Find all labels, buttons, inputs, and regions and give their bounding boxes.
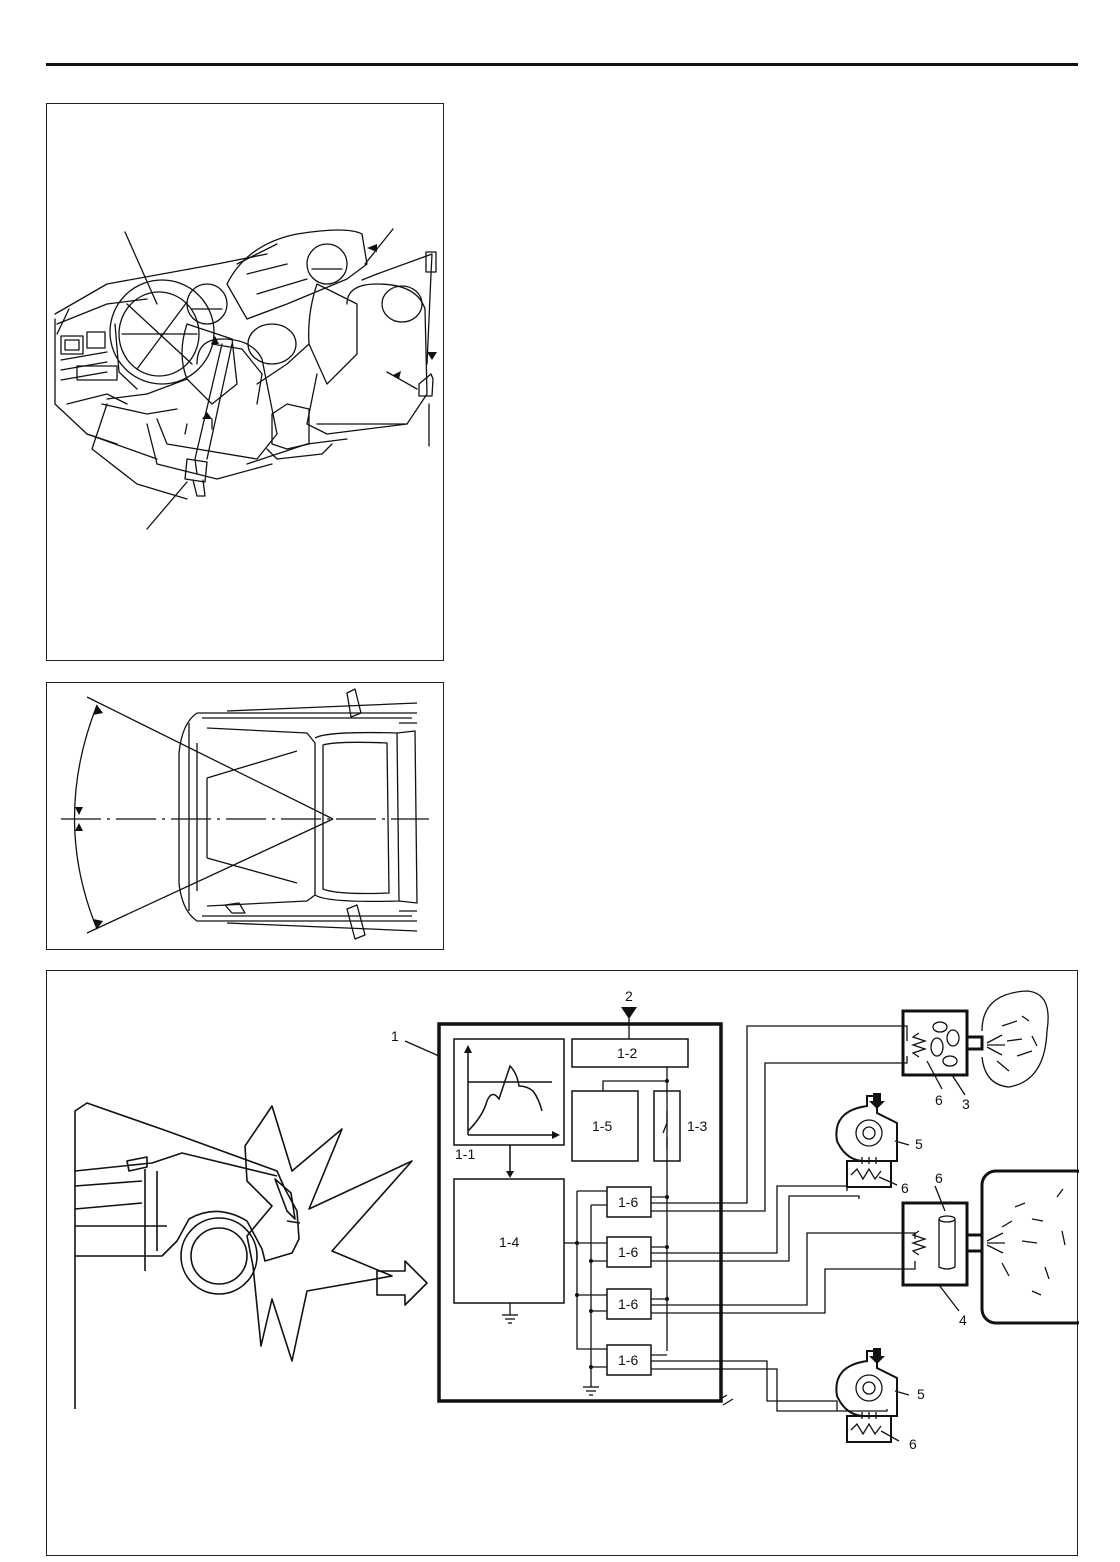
- block-processor-label: 1-4: [499, 1234, 519, 1250]
- block-energy-reserve-label: 1-5: [592, 1118, 612, 1134]
- callout-passenger-module: 4: [959, 1312, 967, 1328]
- block-firing-circuit-1-label: 1-6: [618, 1194, 638, 1210]
- callout-sdm: 1: [391, 1028, 399, 1044]
- block-firing-circuit-4-label: 1-6: [618, 1352, 638, 1368]
- sdm-block-diagram-figure: 1 2 1-1 1-2 1-5 1-3: [46, 970, 1078, 1556]
- block-safing-switch-label: 1-3: [687, 1118, 707, 1134]
- callout-pretensioner-upper: 5: [915, 1136, 923, 1152]
- vehicle-top-view-drawing: [47, 683, 445, 951]
- callout-initiator-passenger: 6: [935, 1170, 943, 1186]
- callout-pretensioner-lower: 5: [917, 1386, 925, 1402]
- block-firing-circuit-3-label: 1-6: [618, 1296, 638, 1312]
- block-power-input-label: 1-2: [617, 1045, 637, 1061]
- header-rule: [46, 63, 1078, 66]
- sdm-block-diagram: 1 2 1-1 1-2 1-5 1-3: [47, 971, 1079, 1557]
- block-acceleration-curve-label: 1-1: [455, 1146, 475, 1162]
- callout-driver-module: 3: [962, 1096, 970, 1112]
- deployment-angle-figure: [46, 682, 444, 950]
- airbag-deployment-drawing: [47, 104, 445, 662]
- callout-initiator-driver: 6: [935, 1092, 943, 1108]
- callout-initiator-pretensioner-upper: 6: [901, 1180, 909, 1196]
- block-firing-circuit-2-label: 1-6: [618, 1244, 638, 1260]
- airbag-deployment-figure: [46, 103, 444, 661]
- callout-ignition-feed: 2: [625, 988, 633, 1004]
- callout-initiator-pretensioner-lower: 6: [909, 1436, 917, 1452]
